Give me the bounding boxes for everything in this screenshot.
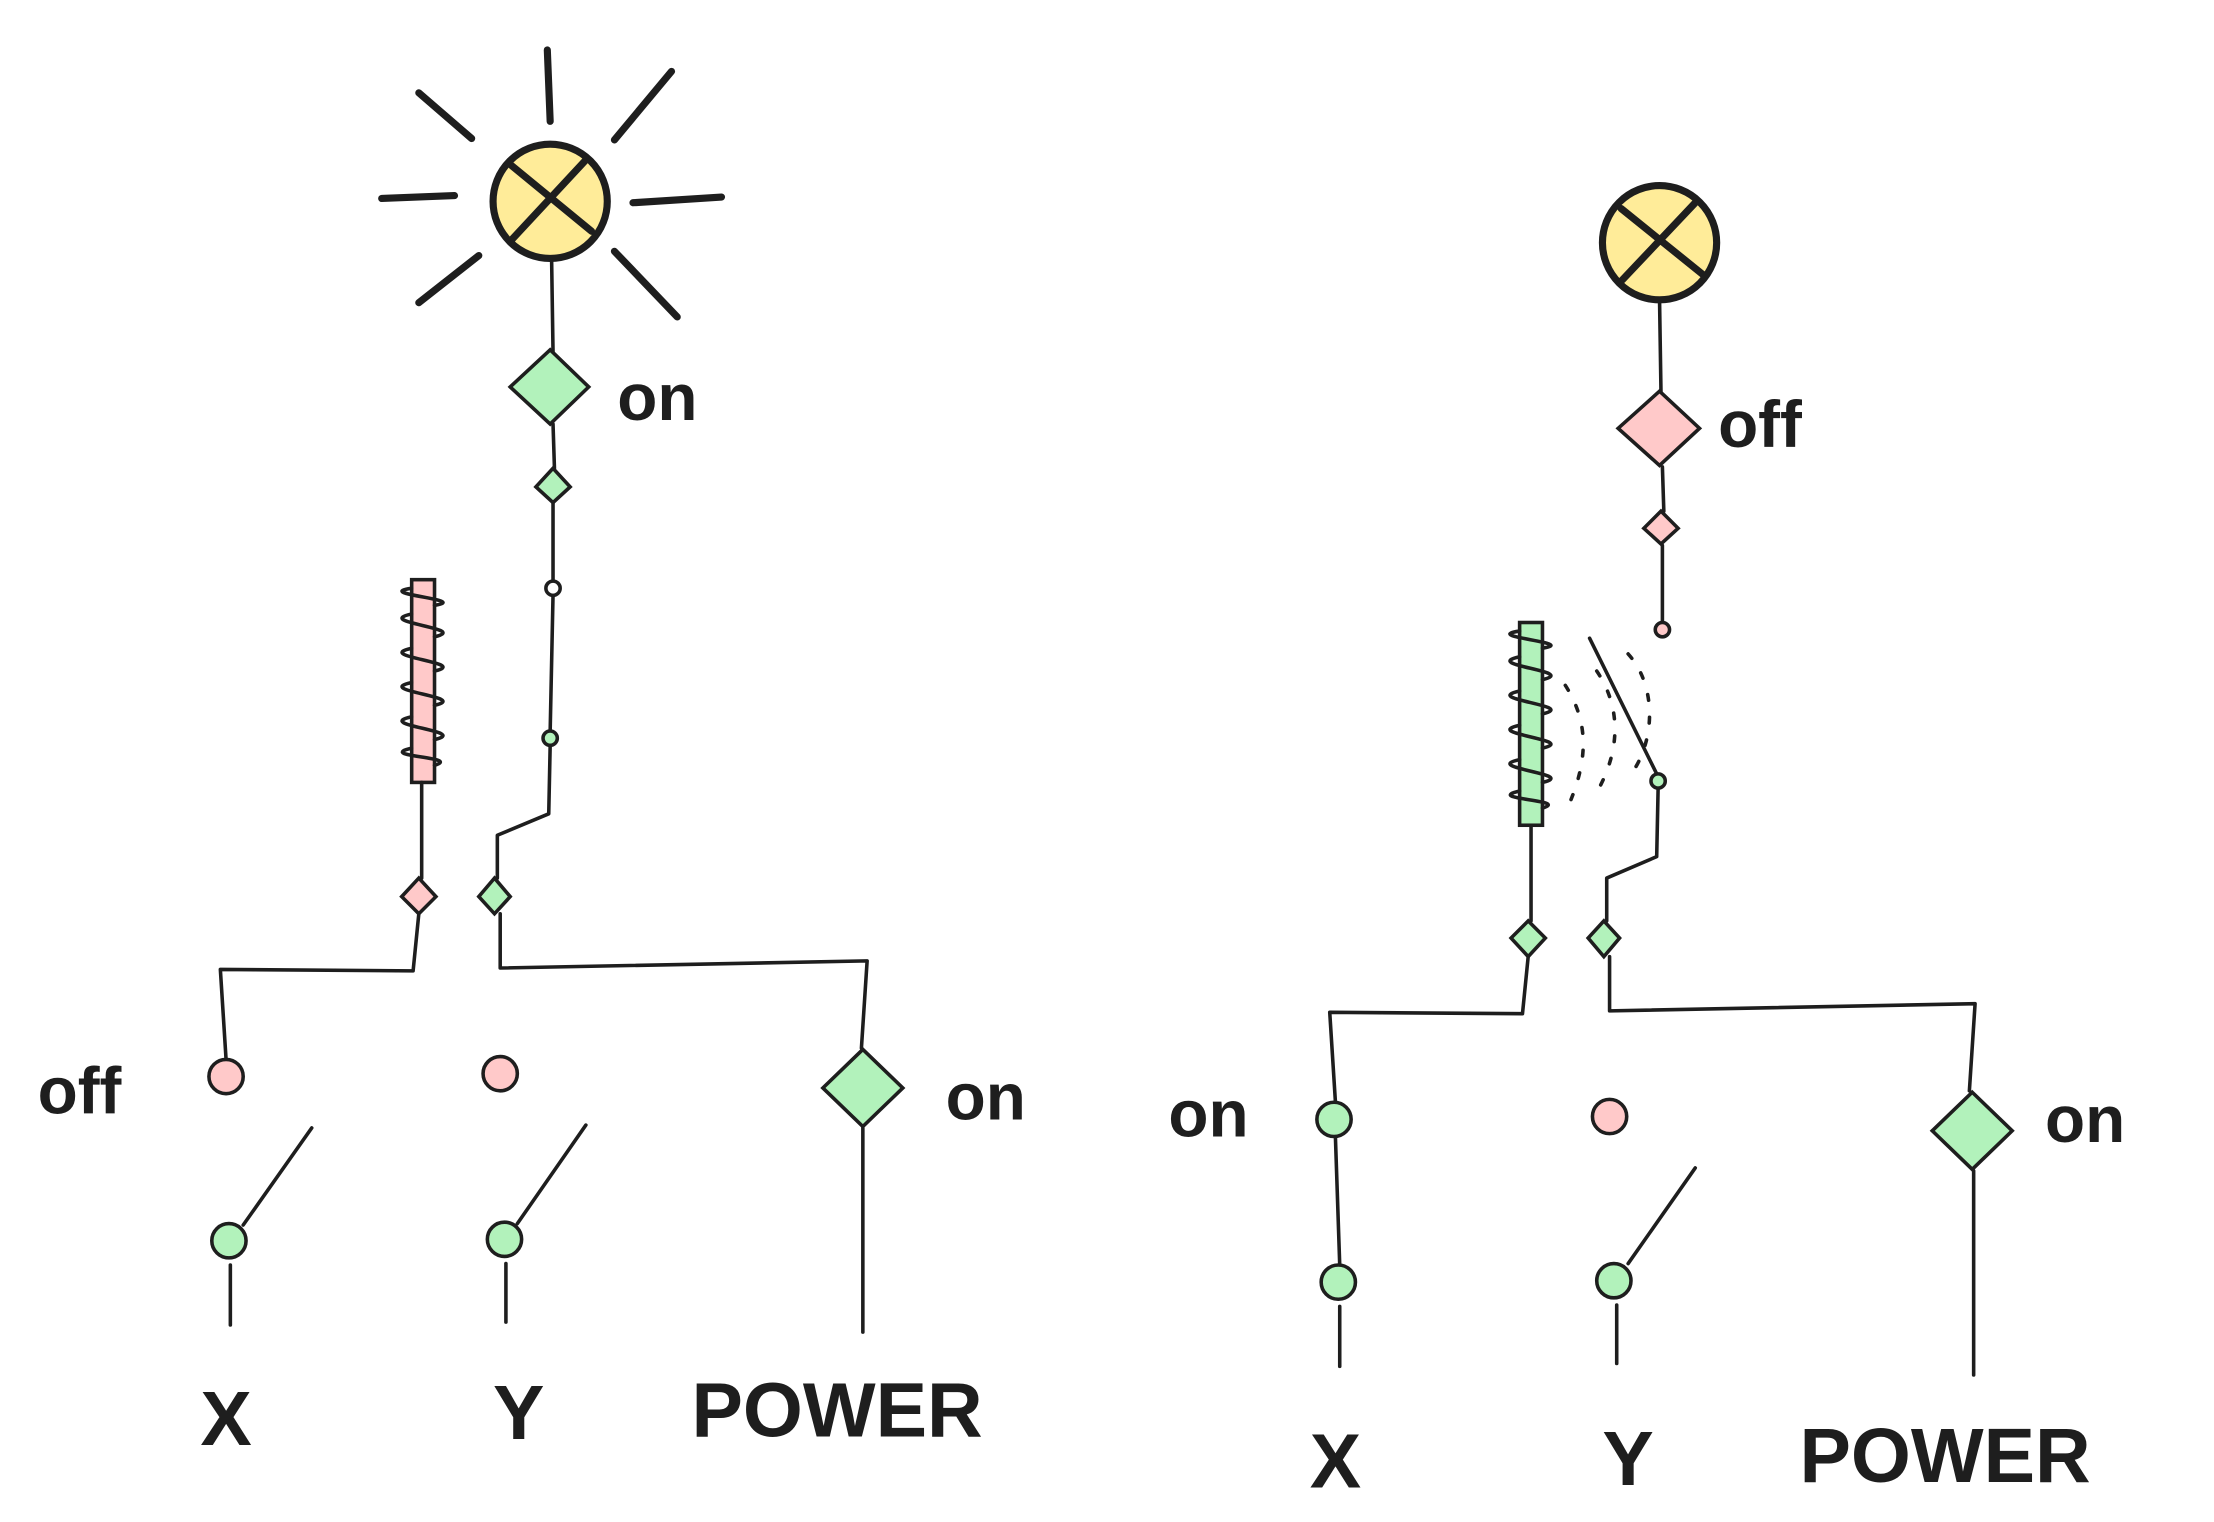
wire [548, 593, 555, 733]
wire [1607, 954, 1977, 1093]
wire [1333, 1136, 1342, 1267]
wire [543, 46, 554, 125]
diagram-shape [409, 577, 437, 785]
input-label-power: POWER [692, 1367, 983, 1453]
switch-x[interactable] [1319, 1136, 1358, 1369]
input-label-y: Y [1602, 1416, 1653, 1502]
diagram-shape [1594, 1261, 1633, 1300]
switch-y[interactable] [1594, 1166, 1698, 1366]
lamp-state-label: on [617, 361, 697, 434]
wire [1660, 465, 1666, 513]
wire [1657, 298, 1663, 393]
relay-input-label: off [38, 1055, 122, 1128]
wire [508, 156, 590, 244]
input-label-x: X [1310, 1419, 1361, 1505]
diagram-shape [210, 1221, 248, 1260]
diagram-shape [485, 1220, 524, 1259]
junction-diamond [533, 465, 573, 505]
relay-armature-pulled [1563, 636, 1659, 802]
wire [241, 1126, 314, 1227]
lamp-state-label: off [1718, 388, 1802, 461]
lamp-icon [489, 140, 611, 262]
lamp-state-diamond [507, 347, 592, 427]
y-output-node [1590, 1097, 1629, 1136]
diagram-shape [1517, 620, 1545, 828]
lamp-icon [1598, 182, 1721, 304]
relay-input-node [1315, 1100, 1353, 1139]
wire [415, 89, 476, 143]
y-output-node [481, 1054, 520, 1093]
wire [415, 252, 483, 307]
relay-contact-open [1653, 620, 1672, 639]
wire [218, 911, 421, 1062]
wire [610, 67, 676, 144]
left-circuit: on on off X Y [38, 46, 1026, 1462]
junction-diamond [1508, 918, 1548, 960]
power-state-label: on [946, 1060, 1026, 1133]
wire [1626, 1166, 1698, 1266]
wire [400, 586, 445, 768]
light-rays-icon [378, 46, 726, 321]
junction-diamond [476, 875, 513, 917]
junction-diamond [1585, 918, 1622, 960]
relay-contact-open [544, 579, 562, 598]
power-state-diamond [820, 1046, 906, 1129]
wire [1327, 954, 1530, 1105]
wire [1604, 786, 1660, 923]
right-circuit: off on on X [1168, 182, 2125, 1505]
relay-input-node [207, 1057, 245, 1096]
wire [610, 247, 681, 321]
wire [549, 256, 555, 354]
switch-y[interactable] [485, 1123, 588, 1324]
power-state-label: on [2045, 1083, 2125, 1156]
junction-diamond [1641, 508, 1681, 547]
input-label-power: POWER [1799, 1413, 2090, 1499]
switch-x[interactable] [210, 1126, 314, 1327]
input-label-y: Y [493, 1370, 544, 1456]
wire [551, 422, 557, 471]
wire [515, 1123, 588, 1226]
wire [1508, 629, 1553, 810]
wire [1587, 636, 1659, 776]
lamp-state-diamond [1615, 388, 1703, 468]
wire [498, 911, 869, 1050]
wire [1618, 199, 1699, 284]
relay-contact [1649, 772, 1668, 790]
relay-coil-icon [1508, 620, 1553, 828]
wire [1563, 652, 1652, 802]
relay-contact [541, 729, 560, 748]
relay-input-label: on [1168, 1078, 1248, 1151]
junction-diamond [399, 875, 439, 917]
power-state-diamond [1929, 1089, 2015, 1172]
diagram-shape [1319, 1263, 1358, 1302]
wire [629, 193, 726, 207]
wire [495, 743, 552, 880]
relay-coil-icon [400, 577, 445, 785]
input-label-x: X [200, 1376, 251, 1462]
wire [378, 192, 459, 203]
